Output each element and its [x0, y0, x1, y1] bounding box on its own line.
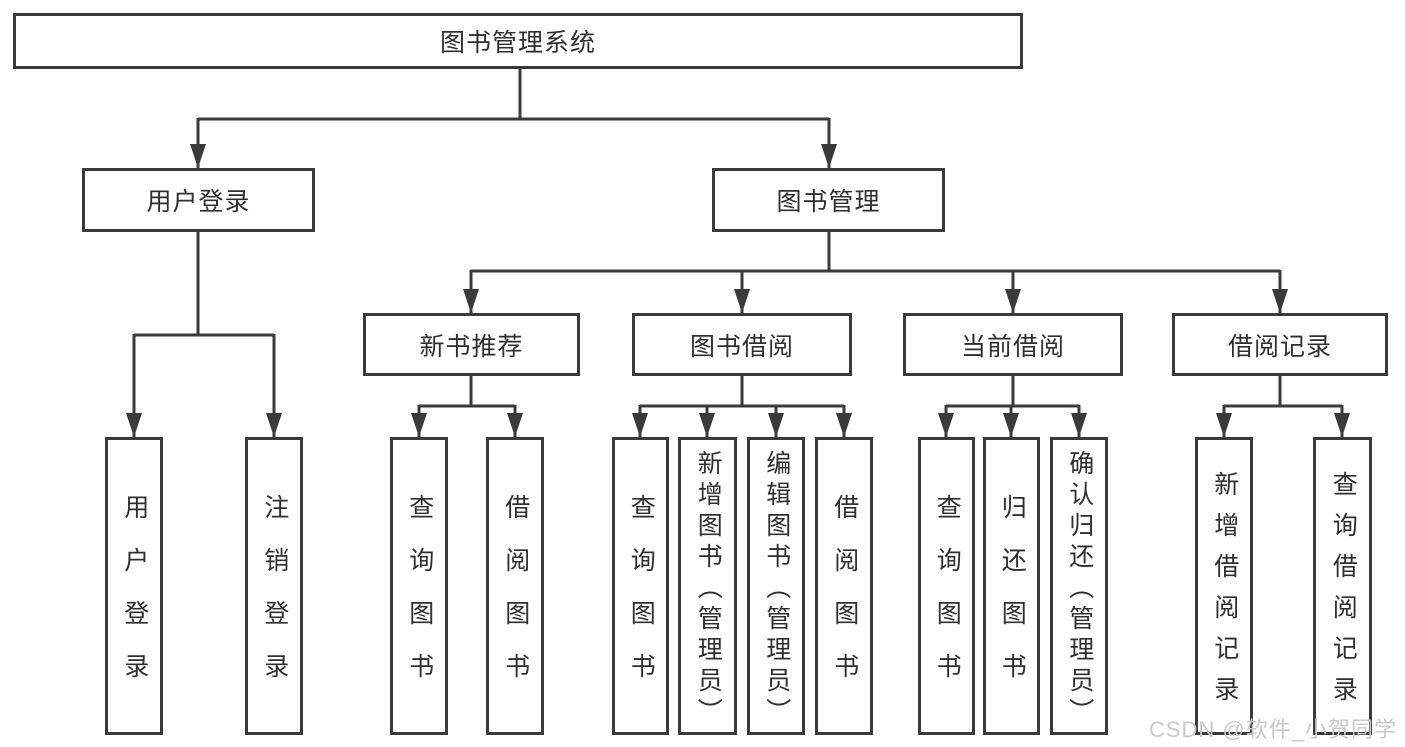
- leaf-label: 借阅图书: [501, 494, 530, 706]
- node-label: 图书借阅: [689, 332, 794, 361]
- leaf-return-books: 归还图书: [983, 437, 1040, 735]
- leaf-label: 编辑图书（管理员）: [762, 449, 791, 729]
- node-current-borrow: 当前借阅: [903, 313, 1123, 376]
- leaf-label: 查询图书: [933, 494, 962, 706]
- node-book-borrow: 图书借阅: [632, 313, 852, 376]
- leaf-label: 查询图书: [405, 494, 434, 706]
- leaf-borrow-books: 借阅图书: [815, 437, 873, 735]
- leaf-add-books-admin: 新增图书（管理员）: [678, 437, 737, 735]
- leaf-edit-books-admin: 编辑图书（管理员）: [747, 437, 805, 735]
- node-label: 当前借阅: [960, 332, 1065, 361]
- node-label: 图书管理系统: [439, 29, 596, 57]
- leaf-label: 新增借阅记录: [1210, 471, 1239, 717]
- leaf-logout: 注销登录: [245, 437, 303, 735]
- leaf-label: 借阅图书: [830, 494, 859, 706]
- leaf-query-books-borrow: 查询图书: [612, 437, 669, 735]
- leaf-confirm-return-admin: 确认归还（管理员）: [1050, 437, 1108, 735]
- leaf-label: 查询借阅记录: [1329, 471, 1358, 717]
- leaf-label: 归还图书: [998, 494, 1027, 706]
- node-new-book-recommend: 新书推荐: [363, 313, 580, 376]
- node-borrow-records: 借阅记录: [1172, 313, 1388, 376]
- node-book-management: 图书管理: [712, 168, 945, 232]
- leaf-label: 确认归还（管理员）: [1065, 449, 1094, 729]
- leaf-label: 用户登录: [120, 494, 149, 706]
- node-label: 新书推荐: [419, 332, 524, 361]
- csdn-watermark: CSDN @软件_小贺同学: [1148, 717, 1397, 742]
- leaf-user-login: 用户登录: [105, 437, 163, 735]
- leaf-query-books-current: 查询图书: [918, 437, 975, 735]
- leaf-add-borrow-record: 新增借阅记录: [1195, 437, 1253, 735]
- node-label: 用户登录: [146, 188, 251, 216]
- leaf-label: 查询图书: [627, 494, 656, 706]
- leaf-query-borrow-record: 查询借阅记录: [1313, 437, 1372, 735]
- leaf-label: 新增图书（管理员）: [694, 449, 723, 729]
- node-label: 借阅记录: [1227, 332, 1332, 361]
- leaf-label: 注销登录: [260, 494, 289, 706]
- leaf-query-books-recommend: 查询图书: [390, 437, 448, 735]
- node-user-login: 用户登录: [82, 168, 315, 232]
- node-label: 图书管理: [776, 188, 881, 216]
- node-library-system: 图书管理系统: [13, 13, 1023, 69]
- leaf-borrow-books-recommend: 借阅图书: [486, 437, 544, 735]
